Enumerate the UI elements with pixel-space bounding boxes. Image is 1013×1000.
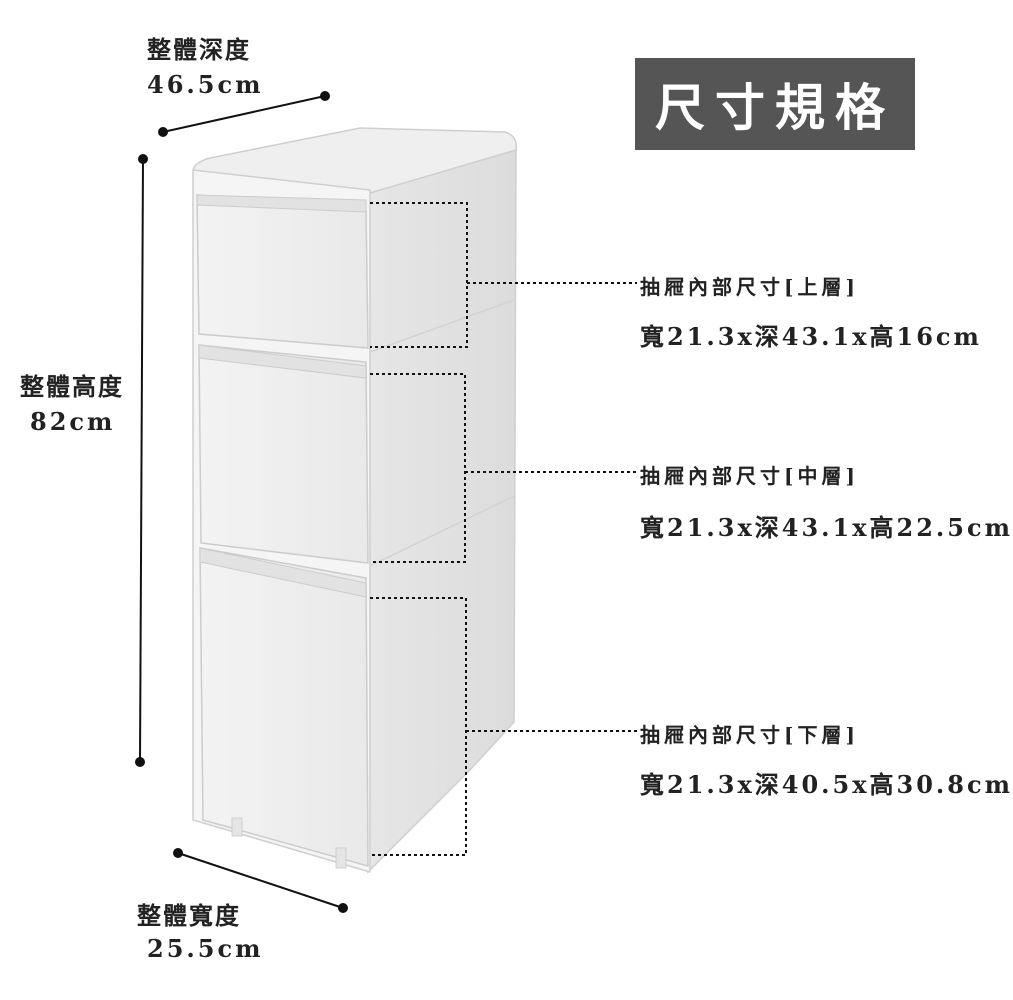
depth-value: 46.5cm xyxy=(147,70,264,99)
cabinet-seam xyxy=(369,495,515,567)
drawer-handle-top xyxy=(196,194,367,213)
drawer-handle-bottom xyxy=(199,547,367,598)
bottom-drawer-title: 抽屜內部尺寸[下層] xyxy=(640,723,859,747)
middle-drawer-size: 寬21.3x深43.1x高22.5cm xyxy=(640,513,1013,542)
cabinet-foot xyxy=(231,817,243,837)
middle-drawer-outline xyxy=(370,373,466,563)
bottom-drawer-size: 寬21.3x深40.5x高30.8cm xyxy=(640,770,1013,799)
width-value: 25.5cm xyxy=(147,934,264,963)
width-title: 整體寬度 xyxy=(137,901,241,930)
drawer-handle-middle xyxy=(198,344,367,379)
cabinet-top-panel xyxy=(192,127,518,194)
top-drawer-size: 寬21.3x深43.1x高16cm xyxy=(640,322,982,351)
cabinet-seam xyxy=(369,299,515,353)
top-drawer-outline xyxy=(370,202,468,348)
middle-drawer-title: 抽屜內部尺寸[中層] xyxy=(640,464,859,488)
depth-title: 整體深度 xyxy=(147,35,251,64)
bottom-drawer-outline xyxy=(370,597,467,856)
drawer-front-bottom xyxy=(199,547,369,867)
height-dimension-line xyxy=(135,154,148,767)
spec-title: 尺寸規格 xyxy=(635,58,915,150)
drawer-front-top xyxy=(196,194,369,349)
top-drawer-title: 抽屜內部尺寸[上層] xyxy=(640,275,859,299)
height-value: 82cm xyxy=(30,407,116,436)
width-dimension-line xyxy=(173,848,348,913)
depth-dimension-line xyxy=(158,91,330,137)
drawer-front-middle xyxy=(198,344,369,564)
cabinet-foot xyxy=(335,847,347,869)
cabinet-side-panel xyxy=(367,141,518,874)
height-title: 整體高度 xyxy=(20,372,124,401)
